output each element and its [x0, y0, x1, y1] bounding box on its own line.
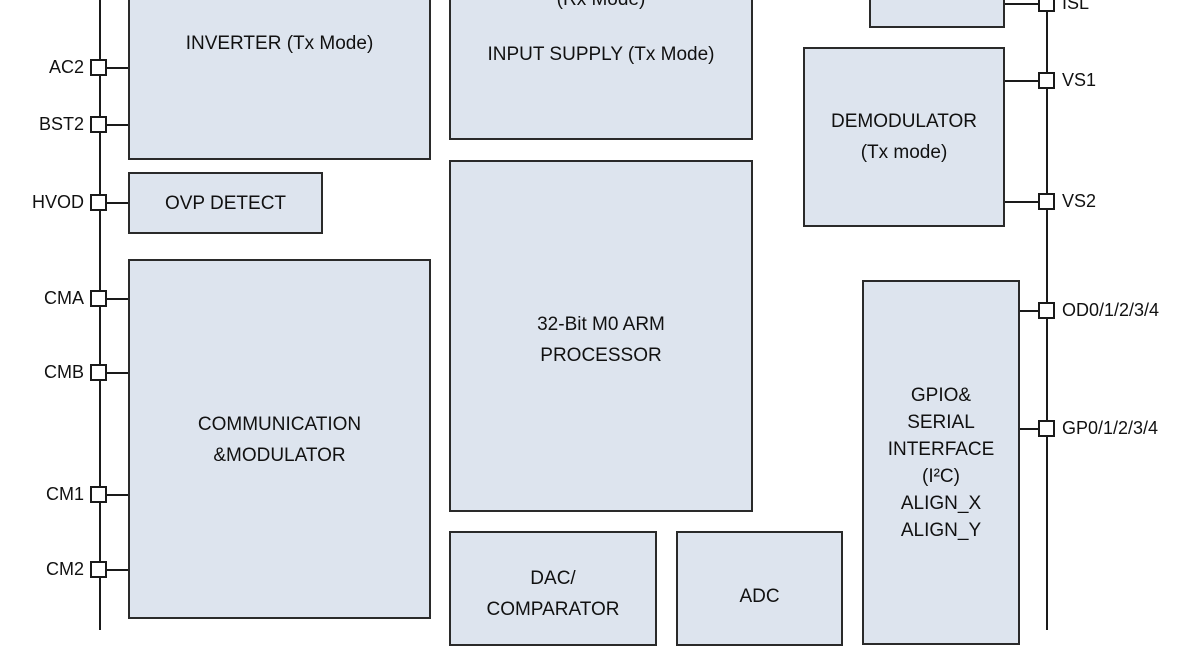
- pin-isl: [1038, 0, 1055, 12]
- pin-ac2: [90, 59, 107, 76]
- demodulator-label-line1: DEMODULATOR: [830, 111, 978, 132]
- processor-label-line2: PROCESSOR: [540, 345, 662, 366]
- pin-cma: [90, 290, 107, 307]
- pin-gp: [1038, 420, 1055, 437]
- wire-cma: [107, 298, 129, 300]
- adc-label: ADC: [739, 586, 780, 607]
- communication-label-line2: &MODULATOR: [213, 445, 346, 466]
- pin-od: [1038, 302, 1055, 319]
- top-right-block: [869, 0, 1005, 28]
- pin-vs1: [1038, 72, 1055, 89]
- input-supply-tx-label: INPUT SUPPLY (Tx Mode): [487, 44, 715, 65]
- wire-ac2: [107, 67, 129, 69]
- processor-label-line1: 32-Bit M0 ARM: [537, 314, 665, 335]
- gpio-label-line3: INTERFACE: [887, 439, 995, 460]
- pin-label-hvod: HVOD: [31, 192, 84, 212]
- pin-label-gp: GP0/1/2/3/4: [1062, 418, 1159, 438]
- wire-isl: [1004, 3, 1038, 5]
- pin-label-bst2: BST2: [38, 114, 84, 134]
- inverter-block: INVERTER (Tx Mode): [128, 0, 431, 160]
- pin-label-vs1: VS1: [1062, 70, 1097, 90]
- ovp-detect-block: OVP DETECT: [128, 172, 323, 234]
- pin-hvod: [90, 194, 107, 211]
- demodulator-block: DEMODULATOR (Tx mode): [803, 47, 1005, 227]
- communication-modulator-block: COMMUNICATION &MODULATOR: [128, 259, 431, 619]
- gpio-label-line2: SERIAL: [907, 412, 975, 433]
- left-bus-line: [99, 0, 101, 630]
- dac-label-line1: DAC/: [530, 568, 576, 589]
- wire-hvod: [107, 202, 129, 204]
- processor-block: 32-Bit M0 ARM PROCESSOR: [449, 160, 753, 512]
- wire-cm2: [107, 569, 129, 571]
- adc-block: ADC: [676, 531, 843, 646]
- inverter-label: INVERTER (Tx Mode): [185, 33, 374, 54]
- pin-label-vs2: VS2: [1062, 191, 1097, 211]
- pin-bst2: [90, 116, 107, 133]
- wire-cmb: [107, 372, 129, 374]
- wire-vs1: [1004, 80, 1038, 82]
- wire-gp: [1020, 428, 1038, 430]
- communication-label-line1: COMMUNICATION: [197, 414, 362, 435]
- pin-label-cm1: CM1: [45, 484, 84, 504]
- wire-od: [1020, 310, 1038, 312]
- gpio-label-line4: (I²C): [922, 466, 960, 487]
- pin-cm2: [90, 561, 107, 578]
- dac-label-line2: COMPARATOR: [486, 599, 620, 620]
- pin-label-od: OD0/1/2/3/4: [1062, 300, 1160, 320]
- pin-label-isl: ISL: [1062, 0, 1090, 13]
- wire-vs2: [1004, 201, 1038, 203]
- input-supply-rx-label: (Rx Mode): [557, 0, 646, 15]
- input-supply-block: (Rx Mode) INPUT SUPPLY (Tx Mode): [449, 0, 753, 140]
- ovp-detect-label: OVP DETECT: [164, 192, 287, 214]
- gpio-label-line1: GPIO&: [910, 385, 972, 406]
- gpio-label-line6: ALIGN_Y: [900, 520, 982, 541]
- pin-label-ac2: AC2: [48, 57, 84, 77]
- dac-comparator-block: DAC/ COMPARATOR: [449, 531, 657, 646]
- demodulator-label-line2: (Tx mode): [860, 142, 948, 163]
- pin-vs2: [1038, 193, 1055, 210]
- pin-label-cma: CMA: [44, 288, 84, 308]
- wire-bst2: [107, 124, 129, 126]
- wire-cm1: [107, 494, 129, 496]
- pin-label-cm2: CM2: [45, 559, 84, 579]
- pin-cm1: [90, 486, 107, 503]
- gpio-label-line5: ALIGN_X: [900, 493, 982, 514]
- pin-label-cmb: CMB: [44, 362, 84, 382]
- gpio-serial-block: GPIO& SERIAL INTERFACE (I²C) ALIGN_X ALI…: [862, 280, 1020, 645]
- pin-cmb: [90, 364, 107, 381]
